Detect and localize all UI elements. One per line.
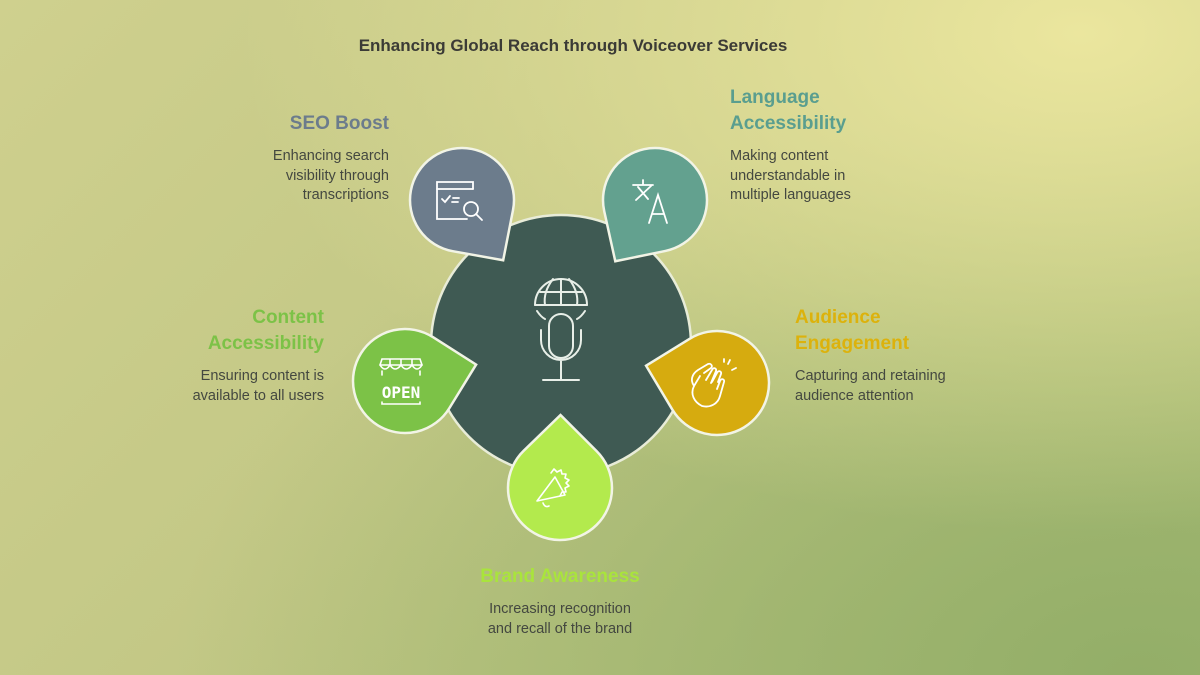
megaphone-icon <box>536 468 570 508</box>
label-brand-awareness: Brand Awareness Increasing recognition an… <box>430 564 690 639</box>
desc-line: audience attention <box>795 387 914 404</box>
translate-icon <box>632 179 668 224</box>
desc-line: visibility through <box>285 167 389 184</box>
desc-line: Making content <box>730 148 829 164</box>
desc-line: Capturing and retaining <box>795 368 946 384</box>
brand-description: Increasing recognition and recall of the … <box>430 600 690 639</box>
title-line: Language <box>730 87 820 108</box>
teardrop-brand <box>506 413 614 542</box>
title-line: Accessibility <box>207 333 324 354</box>
desc-line: and recall of the brand <box>487 620 633 637</box>
diagram-title: Enhancing Global Reach through Voiceover… <box>358 36 788 55</box>
desc-line: Increasing recognition <box>489 601 631 617</box>
desc-line: multiple languages <box>730 187 851 203</box>
desc-line: available to all users <box>192 387 324 404</box>
title-line: Engagement <box>795 333 910 354</box>
open-sign-icon: OPEN <box>379 358 423 405</box>
seo-description: Enhancing search visibility through transc… <box>129 147 389 206</box>
teardrop-content <box>351 327 478 435</box>
teardrop-audience <box>644 329 771 437</box>
teardrop-seo <box>408 146 516 262</box>
content-description: Ensuring content is available to all user… <box>64 367 324 406</box>
language-description: Making content understandable in multiple … <box>730 147 990 206</box>
title-line: Content <box>252 307 324 328</box>
label-seo-boost: SEO Boost Enhancing search visibility thr… <box>129 111 389 206</box>
seo-title: SEO Boost <box>289 113 389 134</box>
desc-line: Enhancing search <box>272 148 389 164</box>
title-line: Audience <box>795 307 881 328</box>
audience-description: Capturing and retaining audience attentio… <box>795 367 1055 406</box>
search-document-icon <box>436 181 483 221</box>
globe-microphone-icon <box>534 278 588 381</box>
open-sign-text: OPEN <box>382 383 421 402</box>
title-line: Accessibility <box>730 113 847 134</box>
desc-line: Ensuring content is <box>200 368 324 384</box>
brand-title: Brand Awareness <box>480 566 640 587</box>
clapping-hands-icon <box>691 358 737 408</box>
desc-line: transcriptions <box>302 187 389 203</box>
desc-line: understandable in <box>730 167 846 184</box>
